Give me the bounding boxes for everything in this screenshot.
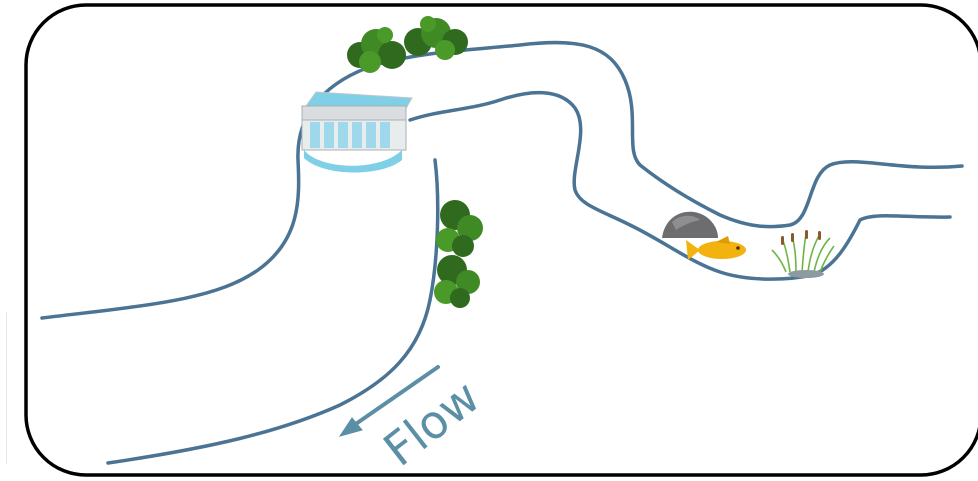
reeds-icon xyxy=(772,230,834,278)
river-bank-inner-upper xyxy=(410,93,950,279)
bush-icon xyxy=(434,255,480,308)
bush-icon xyxy=(436,200,483,257)
fish-icon xyxy=(686,236,746,260)
bush-icon xyxy=(404,16,468,60)
rock-icon xyxy=(662,212,718,238)
diagram-frame xyxy=(26,5,978,475)
flow-label: Flow xyxy=(374,369,490,476)
bush-icon xyxy=(347,27,406,73)
river-bank-downstream-left xyxy=(108,160,438,463)
river-bank-outer-upper xyxy=(42,43,962,318)
river-banks xyxy=(42,43,962,463)
dam-icon xyxy=(302,92,412,173)
